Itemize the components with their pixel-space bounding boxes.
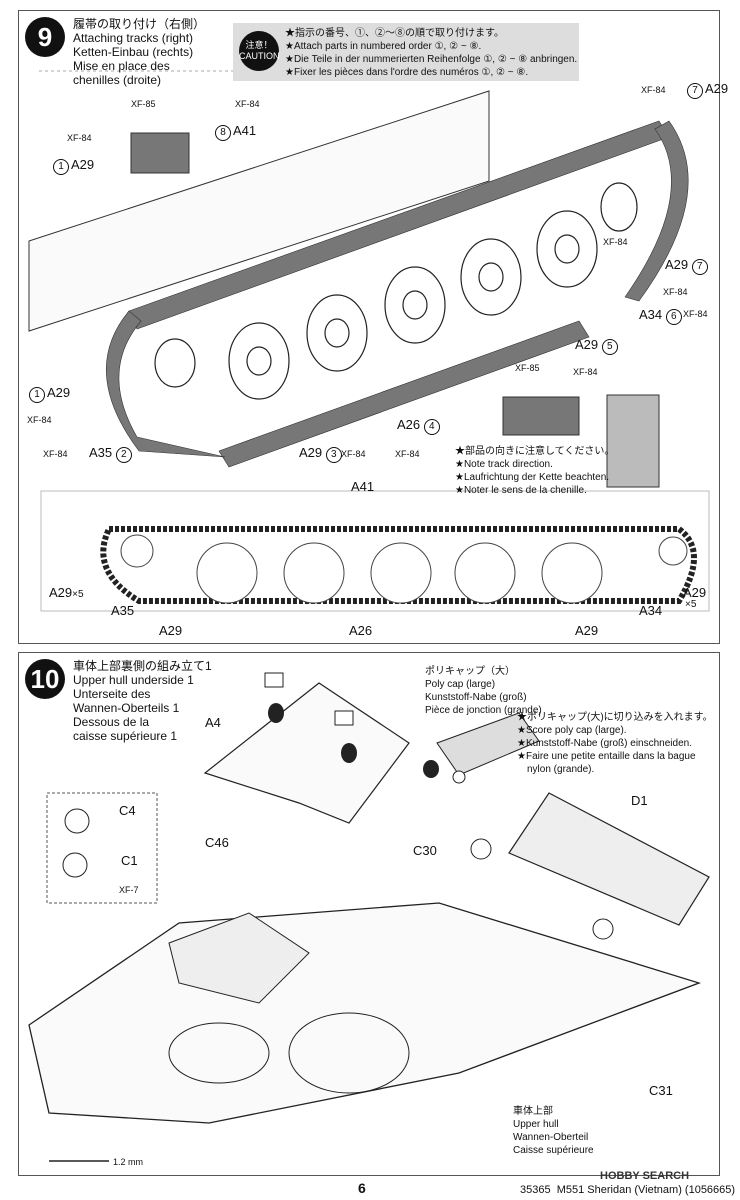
- part-label: D1: [631, 793, 648, 808]
- drill-size-label: 1.2 mm: [113, 1157, 144, 1167]
- step-number: 9: [25, 17, 65, 57]
- paint-callout: XF-84: [683, 309, 708, 319]
- part-label: A29 7: [665, 257, 710, 275]
- caution-box: 注意！ CAUTION ★指示の番号、①、②〜⑧の順で取り付けます。 ★Atta…: [233, 23, 579, 81]
- track-direction-note: ★部品の向きに注意してください。 ★Note track direction. …: [455, 446, 615, 496]
- part-label: A29: [159, 623, 183, 638]
- part-label: A26 4: [397, 417, 442, 435]
- page-number: 6: [358, 1180, 366, 1196]
- paint-callout: XF-84: [641, 85, 666, 95]
- part-label: A34: [639, 603, 663, 618]
- track-assembly-illustration: [28, 70, 710, 612]
- paint-callout: XF-84: [573, 367, 598, 377]
- step-title: 履帯の取り付け（右側） Attaching tracks (right) Ket…: [73, 17, 206, 87]
- paint-callout: XF-84: [67, 133, 92, 143]
- part-label: A26: [349, 623, 373, 638]
- part-label: ×5: [685, 599, 697, 610]
- step-title: 車体上部裏側の組み立て1 Upper hull underside 1 Unte…: [73, 659, 212, 743]
- paint-callout: XF-84: [27, 415, 52, 425]
- caution-text: ★指示の番号、①、②〜⑧の順で取り付けます。 ★Attach parts in …: [285, 28, 578, 78]
- part-label: A29×5: [49, 585, 84, 600]
- paint-callout: XF-84: [235, 99, 260, 109]
- paint-callout: XF-84: [341, 449, 366, 459]
- part-label: A35 2: [89, 445, 134, 463]
- paint-callout: XF-84: [663, 287, 688, 297]
- paint-callout: XF-84: [43, 449, 68, 459]
- part-label: A29: [575, 623, 599, 638]
- upper-hull-label: 車体上部 Upper hull Wannen-Oberteil Caisse s…: [513, 1106, 594, 1156]
- part-label: A29 5: [575, 337, 620, 355]
- watermark: HOBBY SEARCH: [600, 1170, 690, 1182]
- paint-callout: XF-7: [119, 885, 139, 895]
- step-10-panel: 10 車体上部裏側の組み立て1 Upper hull underside 1 U…: [18, 652, 720, 1176]
- part-label: A29 3: [299, 445, 344, 463]
- paint-callout: XF-84: [603, 237, 628, 247]
- paint-callout: XF-84: [395, 449, 420, 459]
- part-label: C4: [119, 803, 136, 818]
- part-label: C46: [205, 835, 229, 850]
- part-label: C1: [121, 853, 138, 868]
- part-label: A35: [111, 603, 135, 618]
- part-label: A41: [351, 479, 375, 494]
- part-label: A4: [205, 715, 221, 730]
- paint-callout: XF-85: [131, 99, 156, 109]
- hull-underside-illustration: [28, 672, 710, 1162]
- step-9-panel: 9 履帯の取り付け（右側） Attaching tracks (right) K…: [18, 10, 728, 644]
- caution-badge: 注意！ CAUTION: [239, 31, 280, 71]
- part-label: A29: [683, 585, 707, 600]
- part-label: C31: [649, 1083, 673, 1098]
- part-label: C30: [413, 843, 437, 858]
- product-code: 35365 M551 Sheridan (Vietnam) (1056665): [520, 1184, 736, 1196]
- step-number: 10: [25, 659, 65, 699]
- part-label: A34 6: [639, 307, 684, 325]
- polycap-note: ★ポリキャップ(大)に切り込みを入れます。 ★Score poly cap (l…: [517, 712, 713, 775]
- paint-callout: XF-85: [515, 363, 540, 373]
- polycap-label: ポリキャップ（大） Poly cap (large) Kunststoff-Na…: [425, 666, 542, 716]
